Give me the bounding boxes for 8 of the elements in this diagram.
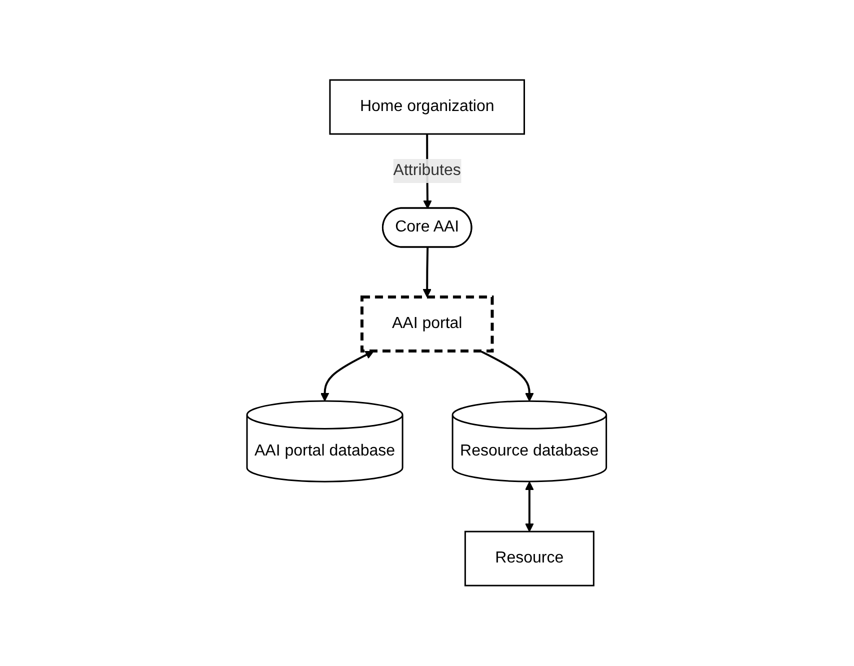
node-box: Resource — [464, 531, 595, 587]
arrow — [480, 350, 534, 402]
node-box: AAI portal — [360, 296, 494, 353]
arrow — [320, 351, 374, 402]
arrow — [525, 482, 534, 532]
node-box: Home organization — [330, 79, 526, 135]
arrow — [423, 248, 432, 298]
edge-label: Attributes — [394, 162, 462, 180]
